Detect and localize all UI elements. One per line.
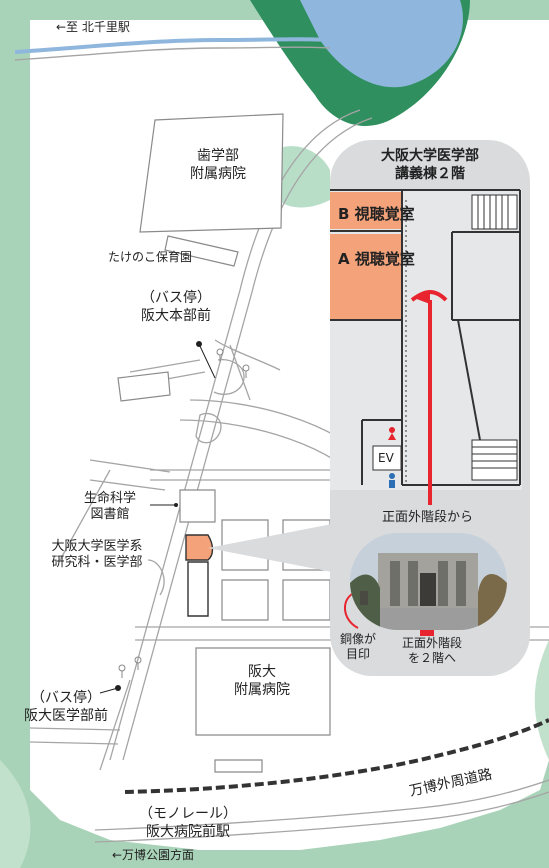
label-dental-hospital-line2: 附属病院: [190, 165, 246, 182]
elevator-label: EV: [378, 451, 394, 465]
stairs-note-line2: を２階へ: [407, 651, 456, 665]
park-area: [275, 146, 330, 208]
restroom-male-icon: [389, 473, 395, 479]
inset-title-line2: 講義棟２階: [395, 165, 465, 182]
pond: [300, 0, 463, 88]
label-bus-stop-igakubu-line1: （バス停）: [31, 690, 101, 706]
label-bus-stop-igakubu: （バス停） 阪大医学部前: [14, 690, 118, 725]
label-hospital-line1: 阪大: [248, 664, 276, 680]
label-expo-park: ←万博公園方面: [112, 848, 195, 862]
label-med-school-line2: 研究科・医学部: [51, 555, 143, 571]
stairs-note: 正面外階段 を２階へ: [392, 636, 472, 666]
station-building: [214, 759, 263, 773]
stairs-note-line1: 正面外階段: [401, 636, 462, 650]
room-a: [330, 234, 402, 320]
small-building-2: [179, 489, 216, 523]
decor-leaf-right: [534, 640, 549, 760]
label-bus-stop-honbu-line1: （バス停）: [141, 290, 211, 306]
dental-hospital-building: [139, 113, 284, 233]
bus-stop-honbu-leader: [198, 343, 216, 379]
inset-title-line1: 大阪大学医学部: [381, 148, 479, 164]
front-stairs-label: 正面外階段から: [382, 510, 474, 525]
label-life-science-library: 生命科学 図書館: [70, 491, 150, 524]
label-hospital-line2: 附属病院: [234, 681, 290, 698]
small-building-1: [117, 371, 171, 402]
label-library-line2: 図書館: [90, 507, 130, 523]
statue-note-line2: 目印: [345, 647, 370, 661]
label-bus-stop-igakubu-line2: 阪大医学部前: [24, 707, 108, 724]
label-north-senri-station: ←至 北千里駅: [56, 20, 130, 34]
label-bus-stop-honbu: （バス停） 阪大本部前: [126, 290, 226, 325]
label-university-hospital: 阪大 附属病院: [222, 664, 302, 699]
label-dental-hospital: 歯学部 附属病院: [178, 148, 258, 183]
campus-block-3: [221, 579, 269, 621]
med-school-building: [187, 561, 209, 617]
expo-road: [94, 779, 549, 831]
room-a-label: A 視聴覚室: [338, 250, 415, 268]
label-dental-hospital-line1: 歯学部: [197, 148, 239, 164]
bus-stop-igakubu-leader: [99, 687, 119, 694]
med-school-highlight: [185, 534, 214, 561]
bus-loop: [195, 359, 245, 444]
statue-note-line1: 銅像が: [339, 632, 376, 646]
label-bus-stop-honbu-line2: 阪大本部前: [141, 307, 211, 324]
road-north: [14, 46, 331, 61]
campus-block-4: [282, 579, 331, 621]
label-library-line1: 生命科学: [83, 491, 136, 506]
university-hospital-building: [195, 647, 331, 736]
statue-note: 銅像が 目印: [336, 632, 380, 662]
elevator-box: [372, 445, 402, 471]
label-med-school: 大阪大学医学系 研究科・医学部: [22, 539, 172, 572]
decor-leaf-left: [0, 760, 31, 868]
label-nursery: たけのこ保育園: [108, 250, 193, 264]
nursery-building: [164, 235, 239, 267]
label-med-school-line1: 大阪大学医学系: [51, 539, 143, 554]
bus-stop-signs: [118, 348, 250, 678]
inset-title: 大阪大学医学部 講義棟２階: [352, 148, 508, 183]
restroom-female-icon: [389, 427, 395, 433]
building-photo: [350, 533, 507, 630]
label-monorail-station: （モノレール） 阪大病院前駅: [128, 806, 248, 841]
expo-road-edge: [94, 791, 549, 843]
stream: [14, 37, 331, 54]
floor-plan: [330, 189, 522, 505]
room-b: [330, 192, 402, 229]
label-monorail-line1: （モノレール）: [139, 806, 237, 822]
room-b-label: B 視聴覚室: [338, 205, 415, 223]
callout-wedge: [208, 524, 332, 572]
monorail-line: [124, 718, 549, 794]
label-monorail-line2: 阪大病院前駅: [146, 823, 230, 840]
